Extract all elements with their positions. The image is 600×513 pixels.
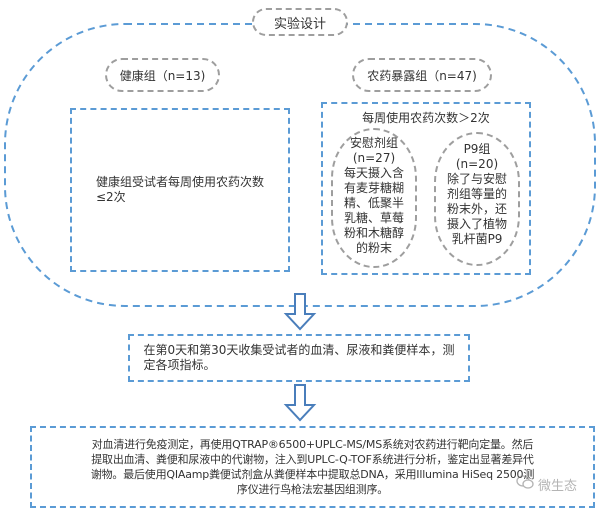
wechat-icon: [516, 474, 534, 494]
p9-group-name: P9组: [463, 142, 491, 156]
p9-group-count: (n=20): [455, 157, 499, 171]
diagram-title: 实验设计: [273, 16, 326, 32]
analysis-box: 对血清进行免疫测定，再使用QTRAP®6500+UPLC-MS/MS系统对农药进…: [30, 426, 595, 508]
placebo-group-count: (n=27): [352, 151, 396, 165]
exposed-group-label-box: 农药暴露组（n=47): [352, 58, 492, 92]
p9-group-description: 除了与安慰 剂组等量的 粉末外，还 摄入了植物 乳杆菌P9: [446, 172, 507, 246]
down-arrow-1: [283, 293, 317, 331]
p9-group-oval: P9组 (n=20) 除了与安慰 剂组等量的 粉末外，还 摄入了植物 乳杆菌P9: [434, 132, 520, 266]
healthy-group-description: 健康组受试者每周使用农药次数 ≤2次: [95, 175, 264, 204]
exposed-group-box: 每周使用农药次数＞2次: [321, 102, 531, 275]
down-arrow-2: [283, 384, 317, 422]
watermark-text: 微生态: [538, 478, 578, 494]
healthy-group-label-box: 健康组（n=13): [105, 58, 220, 92]
healthy-group-box: 健康组受试者每周使用农药次数 ≤2次: [70, 108, 290, 272]
placebo-group-oval: 安慰剂组 (n=27) 每天摄入含 有麦芽糖糊 精、低聚半 乳糖、草莓 粉和木糖…: [331, 128, 417, 268]
placebo-group-name: 安慰剂组: [349, 136, 398, 150]
sample-collection-text: 在第0天和第30天收集受试者的血清、尿液和粪便样本，测 定各项指标。: [143, 343, 455, 372]
exposed-group-criteria: 每周使用农药次数＞2次: [362, 111, 490, 125]
placebo-group-description: 每天摄入含 有麦芽糖糊 精、低聚半 乳糖、草莓 粉和木糖醇 的粉末: [343, 166, 404, 255]
sample-collection-box: 在第0天和第30天收集受试者的血清、尿液和粪便样本，测 定各项指标。: [128, 334, 470, 382]
analysis-text: 对血清进行免疫测定，再使用QTRAP®6500+UPLC-MS/MS系统对农药进…: [90, 438, 535, 496]
healthy-group-label: 健康组（n=13): [119, 68, 206, 83]
watermark: 微生态: [516, 474, 577, 494]
exposed-group-label: 农药暴露组（n=47): [367, 68, 477, 83]
title-box: 实验设计: [252, 8, 348, 36]
